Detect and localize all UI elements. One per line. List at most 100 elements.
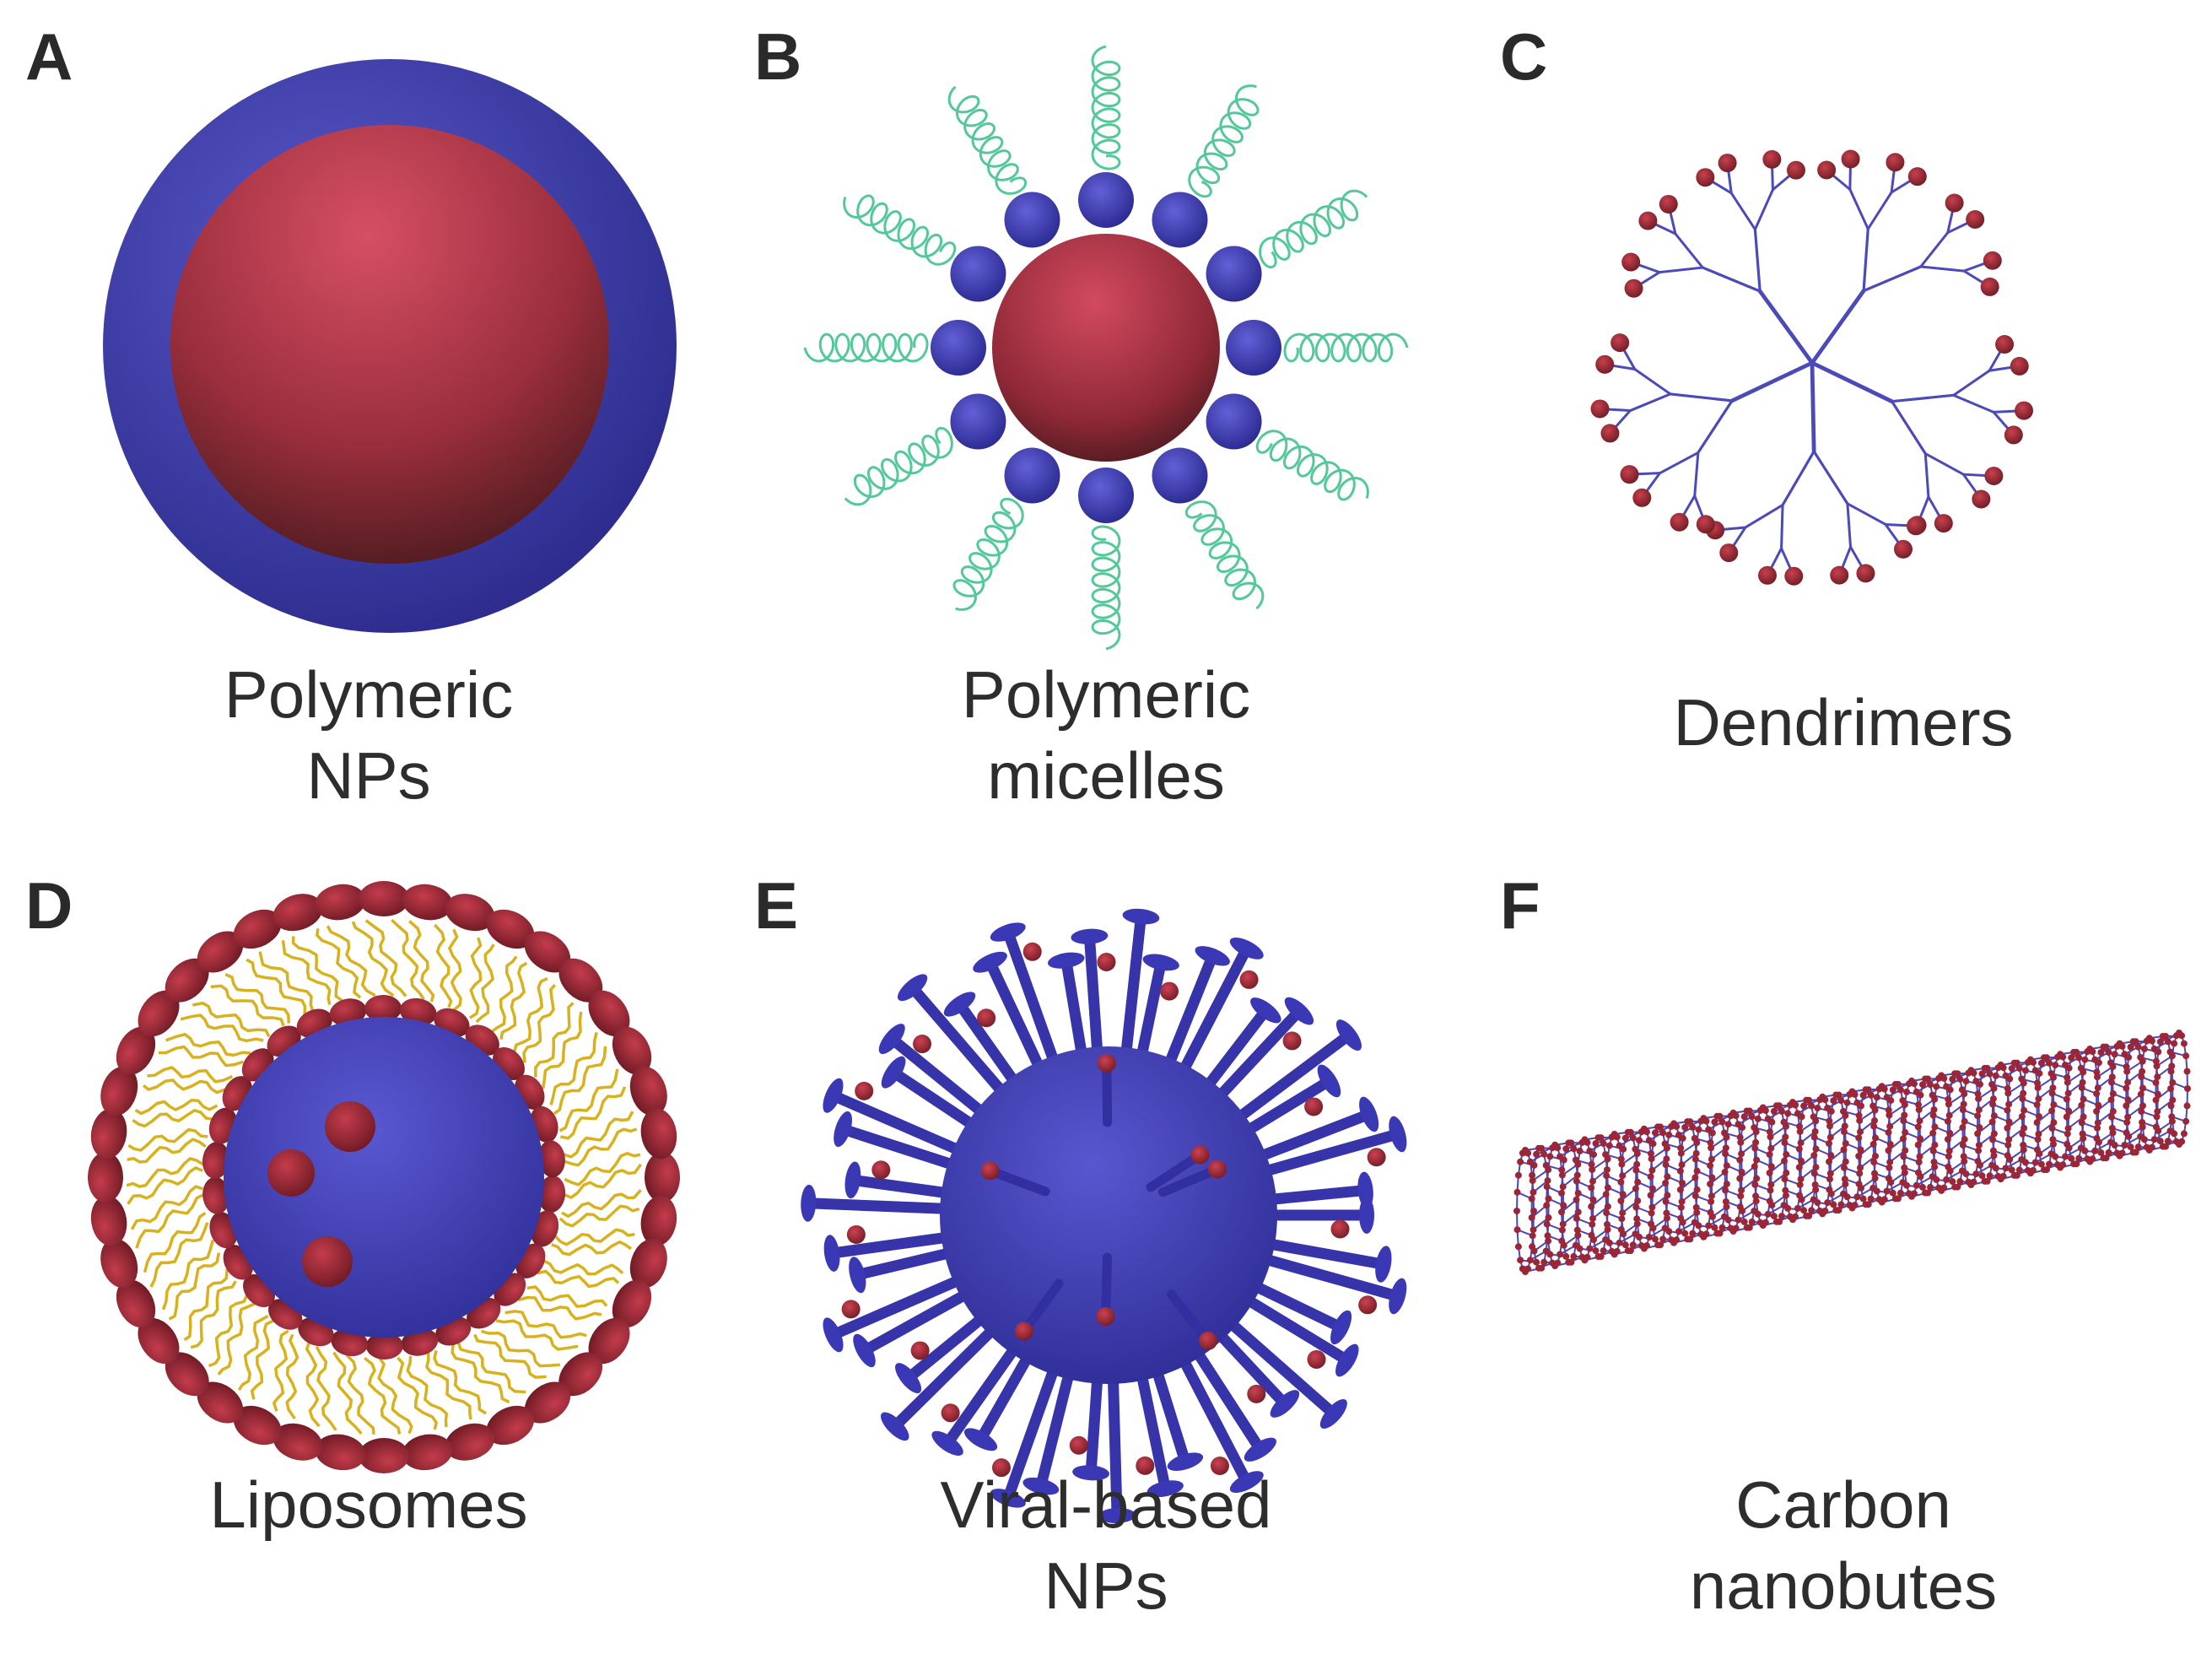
- carbon-atom: [1617, 1197, 1625, 1204]
- carbon-atom: [1529, 1171, 1536, 1179]
- carbon-atom: [1530, 1161, 1538, 1169]
- carbon-atom: [1724, 1216, 1732, 1224]
- lipid-tail: [456, 1342, 526, 1394]
- lipid-tail: [541, 1011, 583, 1089]
- carbon-atom: [1917, 1091, 1924, 1099]
- carbon-atom: [2046, 1059, 2053, 1067]
- carbon-atom: [1594, 1134, 1602, 1142]
- carbon-atom: [1867, 1091, 1875, 1099]
- spike-knob: [973, 951, 1007, 973]
- lipid-tail: [285, 1333, 299, 1420]
- carbon-atom: [1689, 1123, 1697, 1131]
- carbon-atom: [1543, 1220, 1551, 1228]
- carbon-atom: [1592, 1247, 1600, 1255]
- carbon-atom: [1949, 1178, 1956, 1186]
- lipid-head: [100, 1066, 138, 1116]
- carbon-atom: [1605, 1239, 1613, 1246]
- spike-knob: [1195, 946, 1230, 966]
- carbon-atom: [1677, 1144, 1685, 1152]
- carbon-atom: [2024, 1167, 2031, 1174]
- carbon-atom: [1841, 1128, 1848, 1136]
- carbon-atom: [1810, 1133, 1818, 1141]
- carbon-atom: [1959, 1124, 1967, 1132]
- spike-knob: [1048, 952, 1085, 969]
- lipid-tail: [192, 1001, 271, 1038]
- carbon-atom: [2008, 1166, 2015, 1174]
- lipid-head: [315, 884, 366, 921]
- carbon-atom: [1530, 1247, 1538, 1255]
- carbon-atom: [2148, 1143, 2155, 1151]
- carbon-atom: [1621, 1241, 1629, 1249]
- capsid-body: [940, 1046, 1277, 1384]
- lipid-tail: [127, 1127, 208, 1152]
- carbon-atom: [1929, 1129, 1937, 1137]
- ligand-tip: [1096, 1306, 1115, 1326]
- terminal-group: [1995, 335, 2015, 354]
- lipid-tail: [433, 1350, 488, 1415]
- carbon-atom: [2178, 1138, 2186, 1145]
- carbon-atom: [2020, 1146, 2027, 1154]
- ligand-tip: [1022, 942, 1042, 961]
- carbon-atom: [1695, 1222, 1702, 1230]
- carbon-atom: [1945, 1111, 1953, 1119]
- carbon-atom: [2139, 1102, 2146, 1110]
- carbon-atom: [1792, 1213, 1799, 1220]
- carbon-atom: [1880, 1196, 1888, 1203]
- lipid-head: [365, 1332, 403, 1360]
- carbon-atom: [1603, 1209, 1610, 1217]
- carbon-atom: [2040, 1054, 2047, 1062]
- lipid-tail: [522, 983, 557, 1063]
- spike-knob: [878, 1024, 905, 1055]
- lipid-tail: [332, 1351, 363, 1435]
- carbon-atom: [1560, 1241, 1567, 1249]
- polymer-tail-coil: [1188, 84, 1260, 198]
- carbon-atom: [1665, 1131, 1673, 1138]
- panel-letter-a: A: [25, 19, 73, 94]
- carbon-atom: [1691, 1174, 1699, 1181]
- carbon-atom: [1533, 1258, 1540, 1266]
- carbon-atom: [1659, 1129, 1667, 1137]
- carbon-atom: [2064, 1130, 2071, 1138]
- carbon-atom: [1604, 1166, 1610, 1174]
- micelle-core: [992, 234, 1220, 462]
- terminal-group: [1934, 514, 1953, 533]
- carbon-atom: [2030, 1167, 2037, 1174]
- carbon-atom: [1988, 1118, 1996, 1126]
- ligand-tip: [1282, 1031, 1302, 1051]
- carbon-atom: [2024, 1058, 2031, 1066]
- carbon-atom: [1718, 1224, 1726, 1231]
- ligand-tip: [991, 1458, 1011, 1478]
- carbon-atom: [1814, 1199, 1821, 1207]
- carbon-atom: [1994, 1172, 2002, 1180]
- carbon-atom: [1723, 1203, 1730, 1211]
- carbon-atom: [1535, 1144, 1542, 1152]
- carbon-atom: [1556, 1251, 1564, 1258]
- carbon-atom: [2140, 1136, 2148, 1143]
- caption-f-line-2: nanobutes: [1689, 1549, 1998, 1623]
- spike-knob: [963, 1428, 998, 1451]
- carbon-atom: [2169, 1096, 2177, 1104]
- lipid-tail: [142, 1078, 226, 1095]
- carbon-atom: [1543, 1183, 1551, 1191]
- lipid-tail: [245, 958, 307, 1015]
- carbon-atom: [1783, 1122, 1789, 1130]
- polymer-core: [170, 125, 609, 564]
- carbon-atom: [1619, 1209, 1627, 1217]
- ligand-tip: [1239, 970, 1259, 989]
- carbon-atom: [2034, 1084, 2042, 1092]
- carbon-atom: [1931, 1163, 1939, 1170]
- carbon-atom: [2089, 1155, 2096, 1163]
- carbon-atom: [1830, 1097, 1837, 1105]
- carbon-atom: [1529, 1177, 1536, 1185]
- caption-c-line-1: Dendrimers: [1673, 685, 2014, 759]
- carbon-atom: [1708, 1129, 1716, 1137]
- carbon-atom: [1558, 1189, 1565, 1197]
- carbon-atom: [1986, 1070, 1993, 1078]
- carbon-atom: [1619, 1172, 1627, 1180]
- carbon-atom: [2169, 1078, 2177, 1086]
- carbon-atom: [2105, 1049, 2112, 1057]
- lipid-tail: [134, 1099, 219, 1116]
- carbon-atom: [1857, 1164, 1864, 1171]
- ligand-tip: [1136, 1456, 1155, 1475]
- polymer-tail-coil: [1283, 332, 1409, 363]
